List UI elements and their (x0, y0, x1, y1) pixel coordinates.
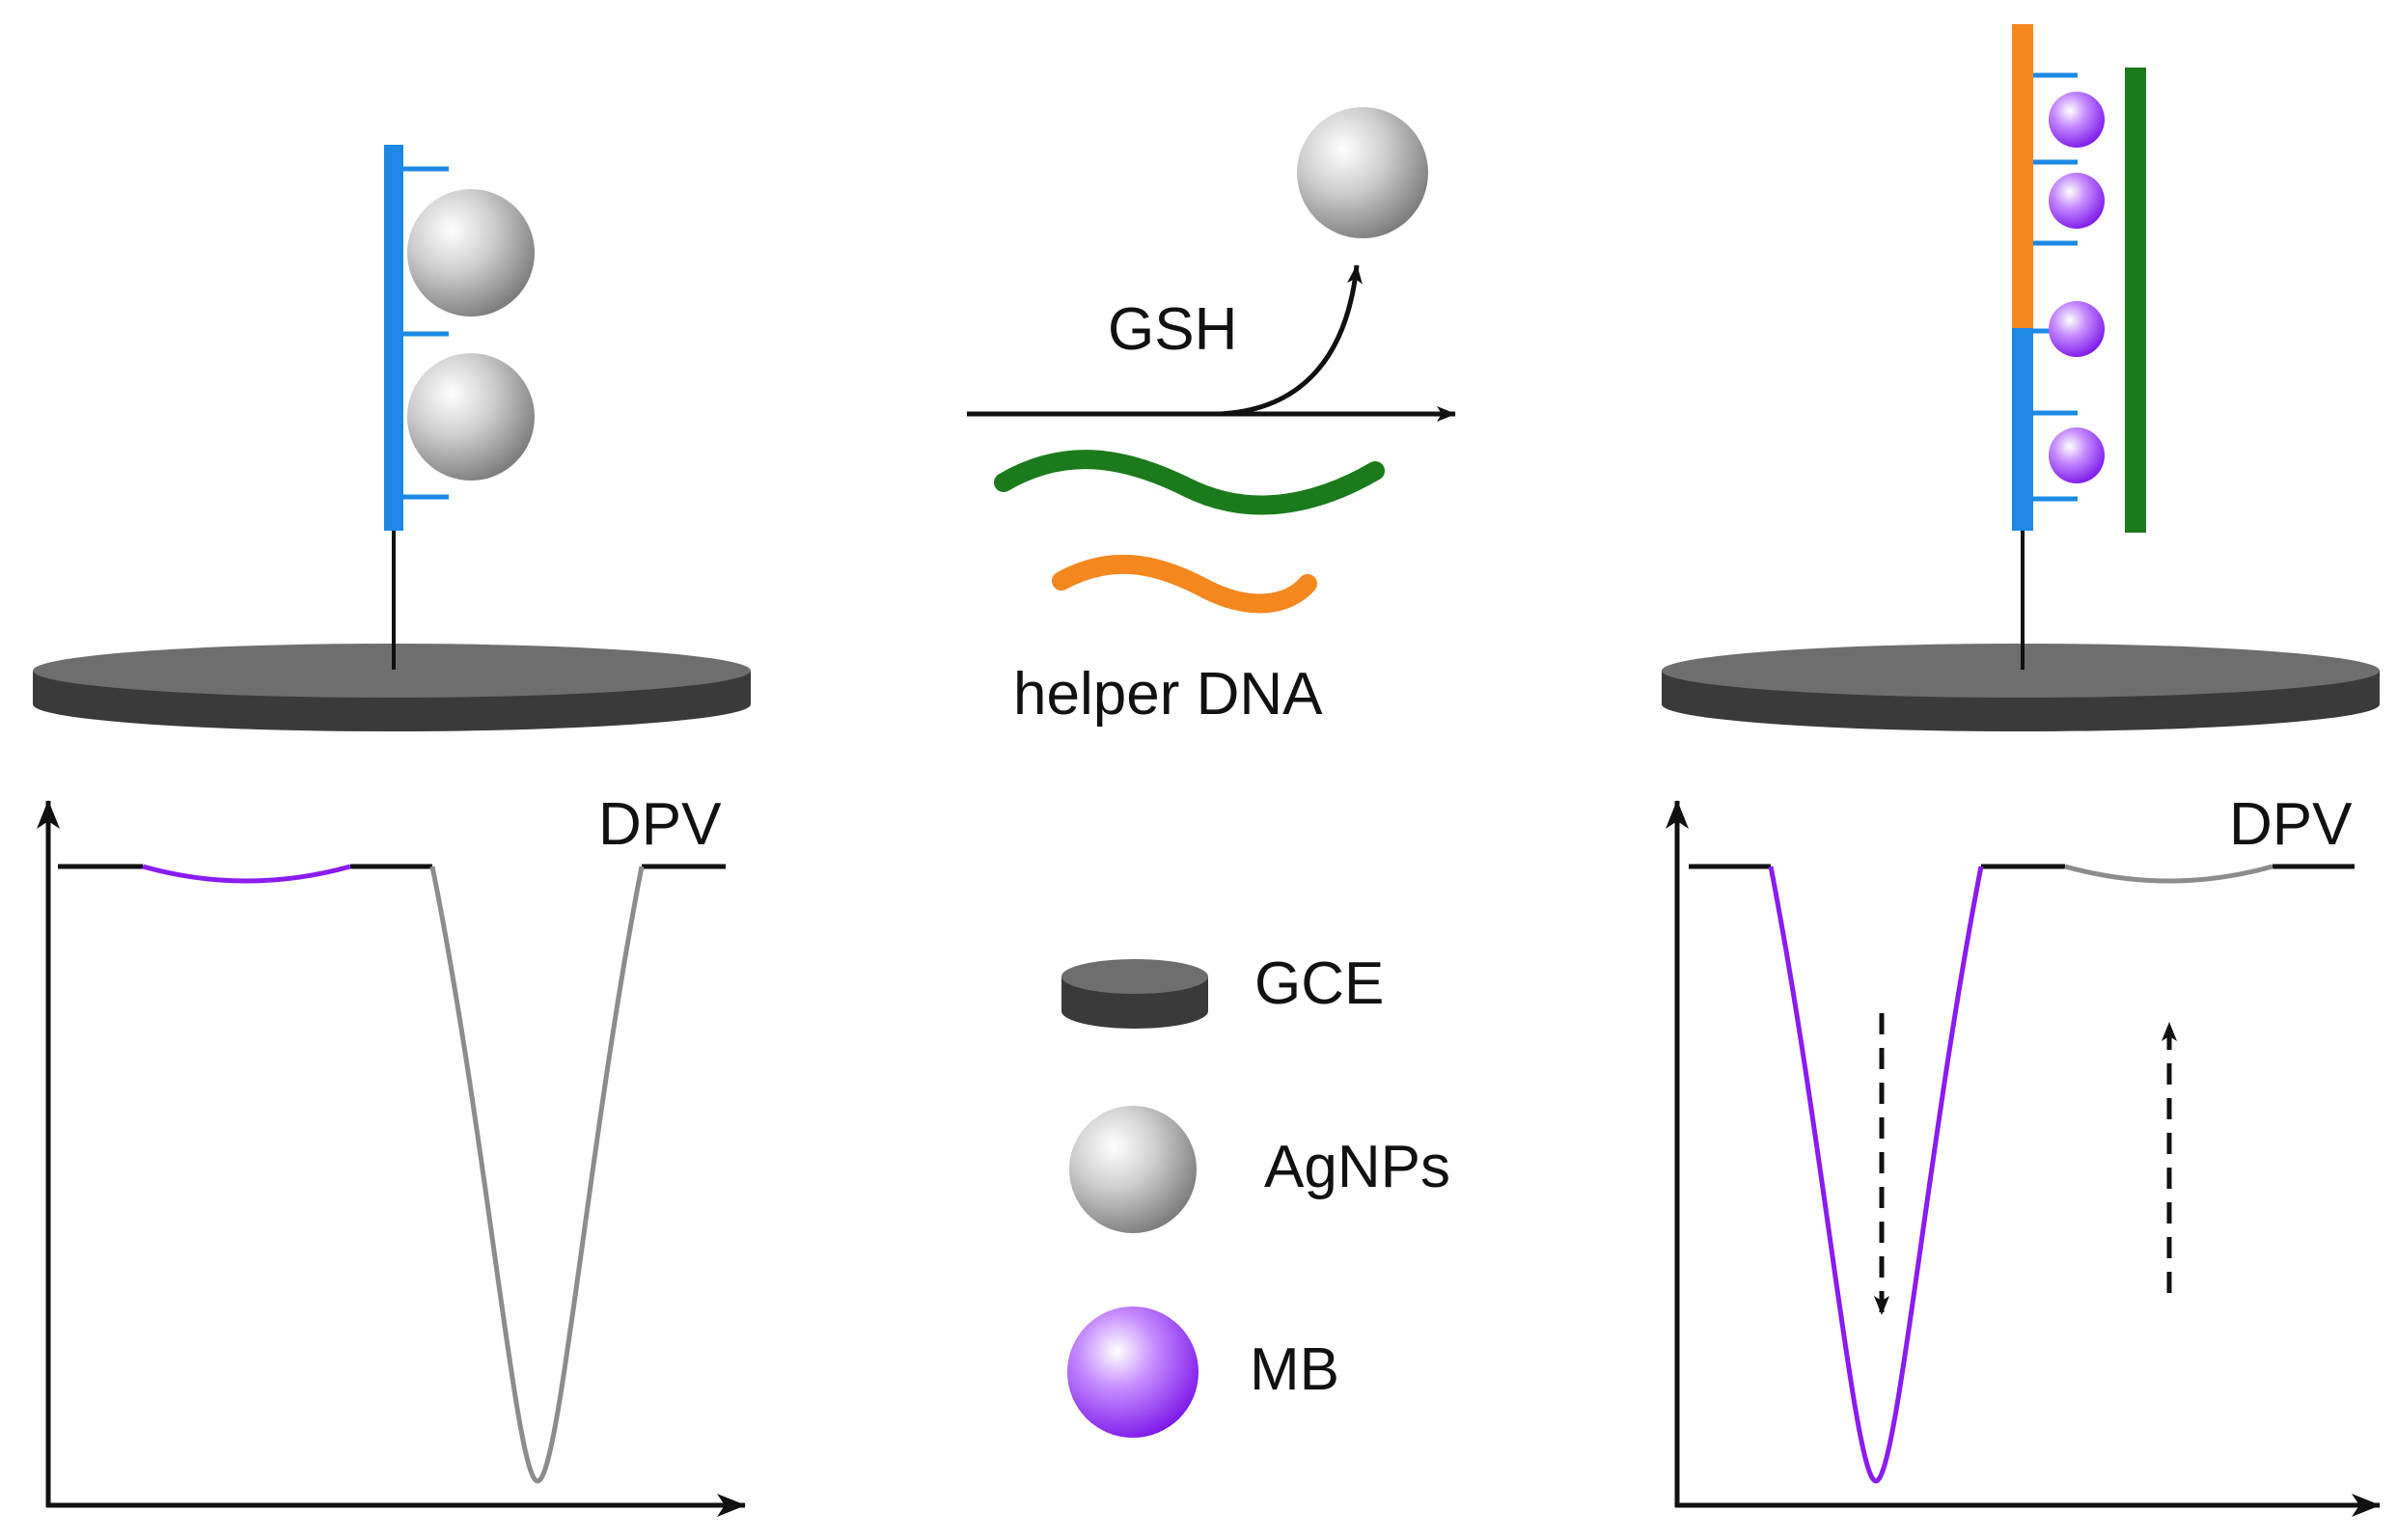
dpv-plot-right: DPV (1666, 791, 2381, 1517)
probe-dna-left (384, 145, 449, 531)
released-agnp-particle (1297, 107, 1428, 238)
agnp-particle-left-bottom (407, 353, 535, 481)
helper-dna-strand (1052, 554, 1317, 614)
legend-item-agnp: AgNPs (1069, 1106, 1450, 1233)
legend-label-mb: MB (1250, 1336, 1339, 1403)
dpv-label-right: DPV (2229, 791, 2353, 858)
reaction-step: GSH helper DNA (967, 107, 1456, 728)
mb-particle-2 (2049, 173, 2105, 229)
ag-peak-curve-right (2064, 864, 2273, 884)
release-arrow (1217, 264, 1363, 417)
gce-electrode-left (33, 644, 751, 731)
agnp-particle-left-top (407, 189, 535, 316)
mb-peak-curve-right (1768, 866, 1984, 1484)
mb-peak-curve-left (142, 864, 351, 884)
dpv-label-left: DPV (598, 791, 722, 858)
legend-label-gce: GCE (1254, 950, 1384, 1017)
mb-particle-1 (2049, 92, 2105, 148)
gce-electrode-right (1662, 644, 2380, 731)
legend-item-gce: GCE (1061, 950, 1384, 1029)
dpv-plot-left: DPV (37, 791, 746, 1517)
left-electrode-assembly (33, 145, 751, 731)
legend-item-mb: MB (1067, 1306, 1339, 1438)
gce-legend-icon (1061, 959, 1208, 1029)
target-dna-strand (994, 450, 1385, 515)
legend: GCE AgNPs MB (1061, 950, 1450, 1438)
agnp-legend-icon (1069, 1106, 1197, 1233)
target-dna-segment (2125, 68, 2146, 533)
helper-dna-label: helper DNA (1013, 661, 1323, 728)
legend-label-agnp: AgNPs (1264, 1134, 1450, 1200)
mb-particle-4 (2049, 427, 2105, 483)
ag-peak-curve-left (429, 866, 645, 1484)
helper-dna-segment (2012, 24, 2033, 328)
reagent-label: GSH (1108, 296, 1237, 363)
right-electrode-assembly (1662, 24, 2380, 731)
mb-legend-icon (1067, 1306, 1198, 1438)
mb-particle-3 (2049, 301, 2105, 357)
